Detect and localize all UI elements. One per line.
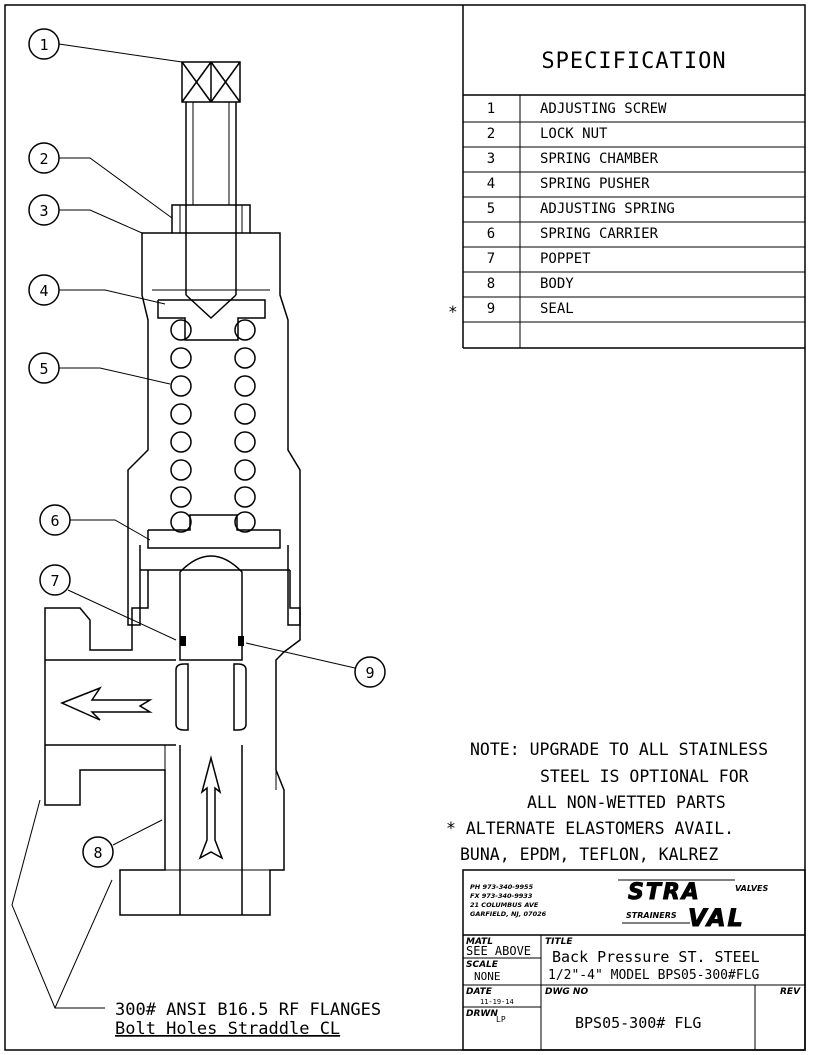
title-block: [462, 869, 806, 1051]
svg-text:5: 5: [39, 360, 48, 378]
svg-text:7: 7: [50, 572, 59, 590]
svg-text:2: 2: [39, 150, 48, 168]
title-line-2: 1/2"-4" MODEL BPS05-300#FLG: [548, 968, 759, 983]
spec-row: 6 SPRING CARRIER: [487, 226, 659, 242]
svg-text:1: 1: [39, 36, 48, 54]
spec-row: 7 POPPET: [487, 251, 591, 267]
spec-row-number: 3: [487, 151, 495, 167]
callout-2: 2: [28, 142, 173, 219]
spec-row-number: 5: [487, 201, 495, 217]
note-line-2: STEEL IS OPTIONAL FOR: [540, 767, 749, 786]
callout-9: 9: [245, 642, 386, 688]
lock-nut: [171, 204, 251, 234]
spec-row-name: POPPET: [540, 251, 591, 267]
spec-row-name: ADJUSTING SCREW: [540, 101, 667, 117]
spec-row-name: SPRING PUSHER: [540, 176, 650, 192]
callout-5: 5: [28, 352, 171, 385]
valve-drawing: [44, 61, 301, 916]
note-line-4: * ALTERNATE ELASTOMERS AVAIL.: [446, 819, 734, 838]
svg-text:3: 3: [39, 202, 48, 220]
notes: NOTE: UPGRADE TO ALL STAINLESS STEEL IS …: [446, 740, 768, 864]
sheet-border: [4, 4, 806, 1051]
svg-text:STRA: STRA: [628, 880, 701, 905]
specification-table: [462, 5, 805, 349]
svg-text:STRAINERS: STRAINERS: [626, 911, 677, 920]
spec-row-number: 7: [487, 251, 495, 267]
adjusting-screw-head: [181, 61, 241, 103]
valve-body: [44, 569, 301, 916]
drwn-label: DRWN: [466, 1009, 498, 1019]
svg-text:VAL: VAL: [688, 904, 745, 932]
svg-text:9: 9: [365, 664, 374, 682]
spring-carrier: [147, 514, 281, 549]
spec-row: 2 LOCK NUT: [487, 126, 608, 142]
inlet-flow-arrow: [198, 755, 224, 860]
callout-4: 4: [28, 274, 166, 306]
company-city: GARFIELD, NJ, 07026: [470, 910, 547, 918]
svg-text:4: 4: [39, 282, 48, 300]
spec-row: 1 ADJUSTING SCREW: [487, 101, 667, 117]
spec-row-name: ADJUSTING SPRING: [540, 201, 675, 217]
adjusting-screw-shaft: [185, 102, 237, 320]
scale-value: NONE: [474, 970, 501, 983]
spec-row-number: 6: [487, 226, 495, 242]
spec-row: 3 SPRING CHAMBER: [487, 151, 659, 167]
poppet: [175, 555, 247, 731]
company-phone: PH 973-340-9955: [470, 883, 534, 891]
note-line-3: ALL NON-WETTED PARTS: [527, 793, 726, 812]
matl-label: MATL: [466, 937, 493, 947]
spec-row: 5 ADJUSTING SPRING: [487, 201, 675, 217]
spec-row-number: 4: [487, 176, 495, 192]
spec-row-number: 8: [487, 276, 495, 292]
spec-row-name: SPRING CARRIER: [540, 226, 659, 242]
rev-label: REV: [780, 987, 801, 997]
spec-row: 4 SPRING PUSHER: [487, 176, 650, 192]
date-value: 11-19-14: [480, 998, 514, 1006]
spec-title: SPECIFICATION: [541, 49, 726, 74]
company-info: PH 973-340-9955 FX 973-340-9933 21 COLUM…: [470, 883, 547, 918]
note-line-1: NOTE: UPGRADE TO ALL STAINLESS: [470, 740, 768, 759]
svg-text:VALVES: VALVES: [735, 884, 768, 893]
spec-row-name: SEAL: [540, 301, 574, 317]
svg-text:6: 6: [50, 512, 59, 530]
matl-value: SEE ABOVE: [466, 944, 531, 958]
spec-row: 8 BODY: [487, 276, 575, 292]
scale-label: SCALE: [466, 960, 499, 970]
callout-3: 3: [28, 194, 143, 234]
spec-row-name: SPRING CHAMBER: [540, 151, 659, 167]
adjusting-spring: [170, 319, 256, 533]
drwn-value: LP: [496, 1015, 506, 1024]
note-line-5: BUNA, EPDM, TEFLON, KALREZ: [460, 845, 718, 864]
callout-8: 8: [82, 819, 163, 868]
callout-6: 6: [39, 504, 151, 541]
spring-chamber: [127, 232, 301, 626]
svg-text:8: 8: [93, 844, 102, 862]
title-label: TITLE: [545, 937, 573, 947]
flange-note-line1: 300# ANSI B16.5 RF FLANGES: [115, 1000, 381, 1020]
outlet-flow-arrow: [60, 686, 153, 721]
spec-row-mark: *: [448, 302, 458, 321]
callout-7: 7: [39, 564, 177, 641]
company-fax: FX 973-340-9933: [470, 892, 533, 900]
spec-row-name: BODY: [540, 276, 574, 292]
date-label: DATE: [466, 987, 493, 997]
spring-pusher: [157, 299, 266, 341]
title-line-1: Back Pressure ST. STEEL: [552, 948, 760, 966]
flange-note-line2: Bolt Holes Straddle CL: [115, 1019, 340, 1039]
stra-val-logo: STRA VALVES STRAINERS VAL: [618, 879, 768, 933]
spec-row-number: 1: [487, 101, 495, 117]
spec-row-number: 2: [487, 126, 495, 142]
spec-row-number: 9: [487, 301, 495, 317]
spec-rows: 1 ADJUSTING SCREW 2 LOCK NUT 3 SPRING CHAMBER…: [448, 101, 675, 321]
dwgno-label: DWG NO: [545, 987, 588, 997]
dwgno-value: BPS05-300# FLG: [575, 1014, 701, 1032]
company-address: 21 COLUMBUS AVE: [470, 901, 539, 909]
spec-row-name: LOCK NUT: [540, 126, 608, 142]
spec-row: 9 SEAL *: [448, 301, 574, 321]
flange-leaders: [11, 799, 113, 1009]
callout-1: 1: [28, 28, 183, 63]
